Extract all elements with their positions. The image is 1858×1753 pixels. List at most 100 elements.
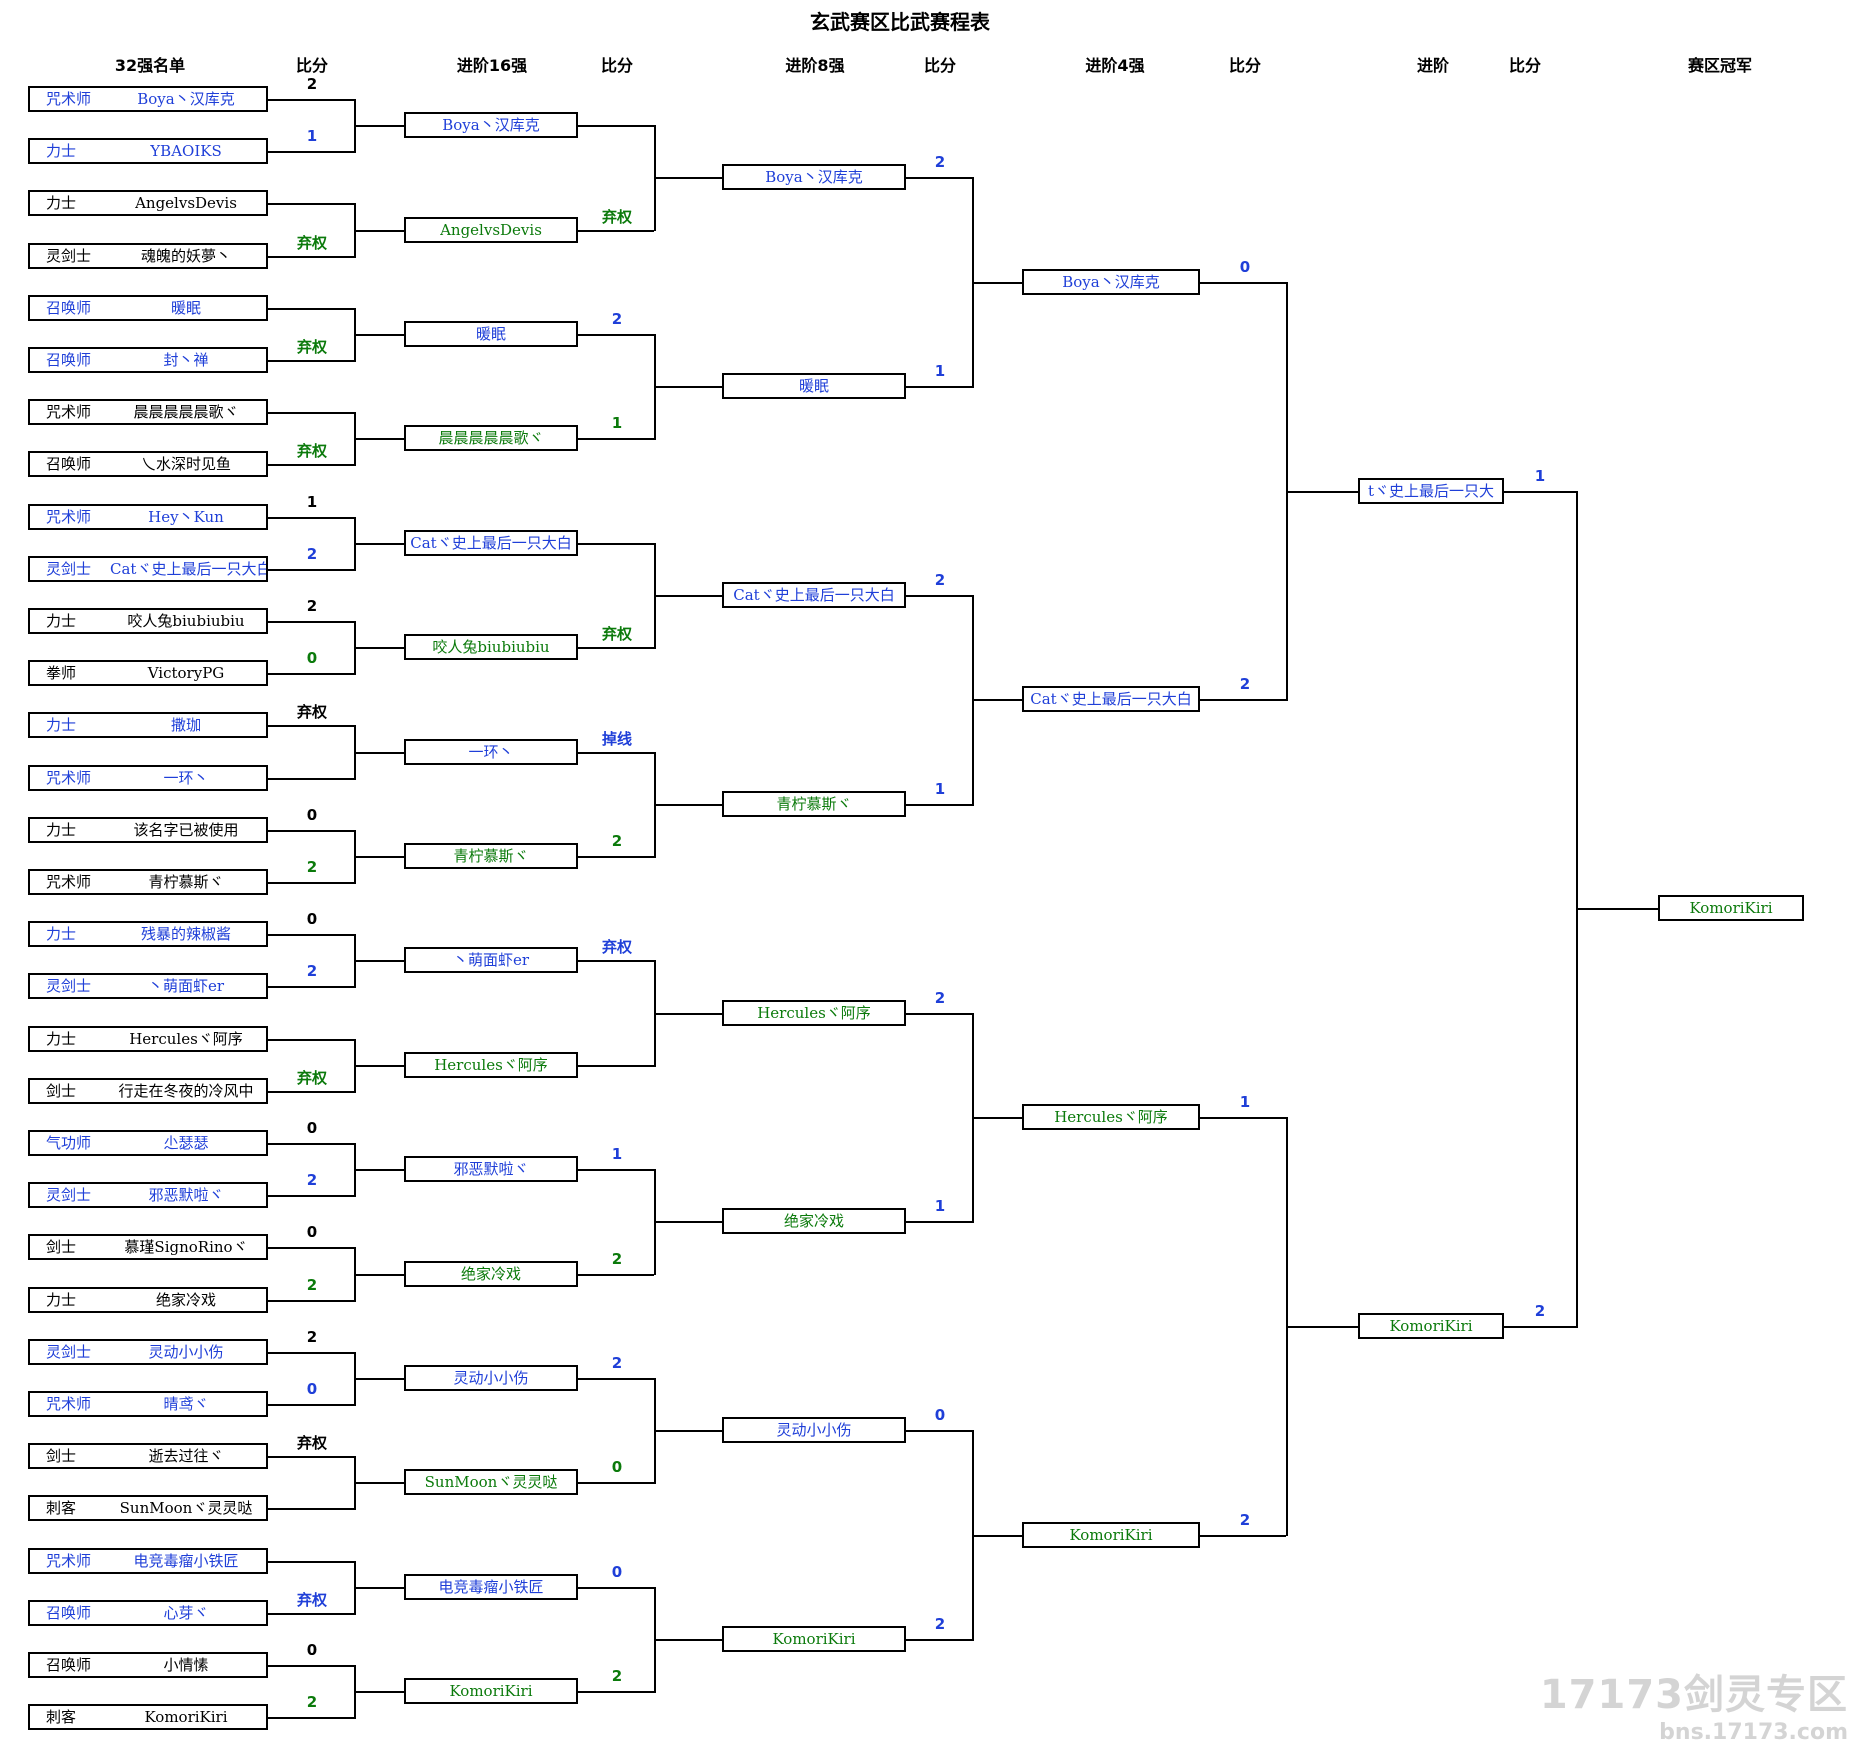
r32-entry: 咒术师电竞毒瘤小铁匠 — [28, 1547, 268, 1574]
header-champion: 赛区冠军 — [1687, 56, 1753, 75]
round2-connector — [1504, 1325, 1576, 1328]
round16-entry: 暖眠 — [404, 320, 578, 347]
round4-score: 0 — [1239, 257, 1251, 276]
r32-score: 0 — [306, 1119, 318, 1137]
r32-player-name: 一环丶 — [163, 768, 209, 787]
r32-score: 0 — [306, 1380, 318, 1398]
r32-player-name: VictoryPG — [147, 664, 225, 683]
round16-bracket-feed — [354, 1691, 404, 1694]
watermark-logo: 17173剑灵专区 bns.17173.com — [1540, 1662, 1848, 1745]
r32-connector — [268, 516, 354, 519]
round16-score: 弃权 — [601, 207, 633, 226]
round16-bracket-feed — [354, 229, 404, 232]
r32-class-label: 灵剑士 — [46, 977, 92, 996]
round8-score: 1 — [934, 779, 946, 798]
r32-class-label: 灵剑士 — [46, 1342, 92, 1361]
round4-entry: Herculesヾ阿序 — [1022, 1103, 1200, 1130]
r32-connector — [268, 1195, 354, 1198]
page-title: 玄武赛区比武赛程表 — [810, 10, 990, 34]
round2-score: 2 — [1534, 1301, 1546, 1320]
round8-connector — [906, 1012, 972, 1015]
round16-score: 2 — [611, 1353, 623, 1372]
r32-entry: 召唤师心芽ヾ — [28, 1599, 268, 1626]
round8-connector — [906, 1638, 972, 1641]
round16-score: 1 — [611, 414, 623, 433]
r32-class-label: 刺客 — [46, 1499, 77, 1518]
r32-connector — [268, 1560, 354, 1563]
round4-bracket-feed — [972, 1534, 1022, 1537]
r32-class-label: 力士 — [46, 194, 77, 213]
round16-score: 0 — [611, 1458, 623, 1477]
r32-class-label: 剑士 — [46, 1081, 77, 1100]
r32-class-label: 力士 — [46, 820, 77, 839]
round16-connector — [578, 1586, 654, 1589]
r32-connector — [268, 1456, 354, 1459]
r32-entry: 力士撒珈 — [28, 712, 268, 739]
round16-entry: 咬人兔biubiubiu — [404, 634, 578, 661]
r32-player-name: 晨晨晨晨晨歌ヾ — [133, 403, 239, 422]
r32-connector — [268, 360, 354, 362]
round8-connector — [906, 1221, 972, 1224]
r32-connector — [268, 986, 354, 989]
header-score-2: 比分 — [600, 56, 634, 75]
r32-player-name: 丶萌面虾er — [147, 977, 225, 996]
round16-entry: Catヾ史上最后一只大白 — [404, 529, 578, 556]
watermark-line-1: 17173剑灵专区 — [1539, 1672, 1848, 1718]
r32-score: 弃权 — [296, 442, 328, 461]
round16-entry: 晨晨晨晨晨歌ヾ — [404, 425, 578, 452]
round8-entry: 青柠慕斯ヾ — [722, 790, 906, 817]
r32-connector — [268, 1090, 354, 1093]
r32-connector — [268, 1299, 354, 1302]
round16-entry: Boya丶汉库克 — [404, 112, 578, 139]
round4-entry: KomoriKiri — [1022, 1521, 1200, 1548]
round16-entry: 绝家冷戏 — [404, 1260, 578, 1287]
round2-connector — [1504, 490, 1576, 493]
r32-class-label: 召唤师 — [46, 298, 92, 317]
r32-player-name: 小情愫 — [163, 1656, 209, 1674]
r32-entry: 灵剑士魂魄的妖夢丶 — [28, 242, 268, 269]
round8-score: 0 — [934, 1406, 946, 1425]
round8-connector — [906, 386, 972, 389]
round4-connector — [1200, 281, 1286, 284]
r32-score: 0 — [306, 910, 318, 929]
r32-class-label: 力士 — [46, 142, 77, 161]
round2-bracket-feed — [1286, 1325, 1358, 1328]
round2-bracket-feed — [1286, 490, 1358, 493]
round16-connector — [578, 229, 654, 232]
r32-connector — [268, 882, 354, 884]
r32-entry: 咒术师青柠慕斯ヾ — [28, 869, 268, 895]
r32-player-name: KomoriKiri — [144, 1708, 228, 1727]
r32-player-name: 晴鸢ヾ — [163, 1395, 209, 1413]
round16-connector — [578, 542, 654, 545]
r32-connector — [268, 1665, 354, 1667]
r32-player-name: Herculesヾ阿序 — [129, 1029, 243, 1048]
round4-score: 2 — [1239, 1510, 1251, 1529]
r32-class-label: 力士 — [46, 925, 77, 944]
round16-connector — [578, 1482, 654, 1485]
r32-player-name: 封丶禅 — [163, 351, 209, 369]
r32-connector — [268, 307, 354, 310]
r32-entry: 咒术师一环丶 — [28, 764, 268, 791]
round8-score: 2 — [934, 1614, 946, 1633]
r32-class-label: 力士 — [46, 612, 77, 630]
r32-score: 0 — [306, 805, 318, 824]
r32-score: 1 — [306, 127, 318, 146]
r32-connector — [268, 1038, 354, 1041]
round4-score: 1 — [1239, 1092, 1251, 1111]
round8-bracket-feed — [654, 1221, 722, 1224]
round16-bracket-feed — [354, 1377, 404, 1380]
round16-bracket-feed — [354, 751, 404, 754]
r32-connector — [268, 99, 354, 101]
round16-bracket-feed — [354, 1586, 404, 1589]
r32-connector — [268, 1404, 354, 1406]
r32-player-name: Catヾ史上最后一只大白 — [110, 559, 268, 578]
round16-score: 弃权 — [601, 938, 633, 957]
round16-bracket-feed — [354, 125, 404, 128]
round8-connector — [906, 177, 972, 180]
round4-connector — [1200, 1116, 1286, 1119]
r32-class-label: 召唤师 — [46, 1603, 92, 1622]
